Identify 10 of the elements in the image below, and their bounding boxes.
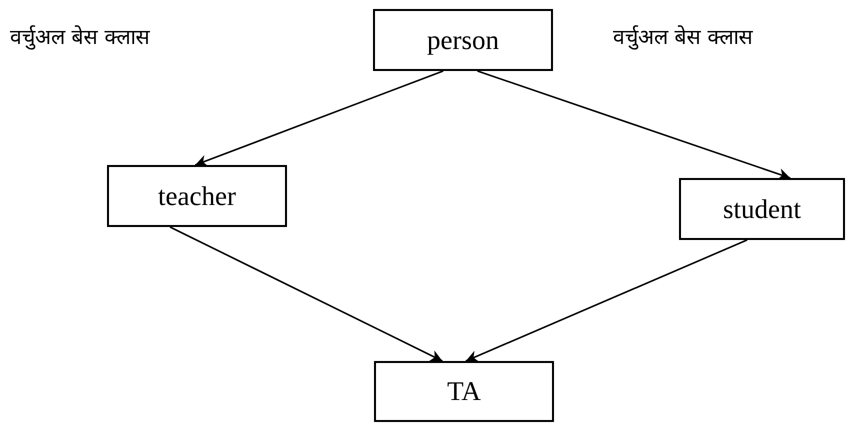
class-box: person [373, 9, 553, 71]
arrow [477, 70, 790, 180]
annotation-text: वर्चुअल बेस क्लास [613, 24, 752, 50]
arrow [194, 70, 444, 166]
class-box: TA [374, 361, 554, 422]
arrow [170, 226, 443, 362]
arrow [465, 239, 748, 362]
class-box: student [679, 178, 845, 240]
annotation-text: वर्चुअल बेस क्लास [10, 24, 150, 50]
class-box: teacher [107, 165, 287, 227]
